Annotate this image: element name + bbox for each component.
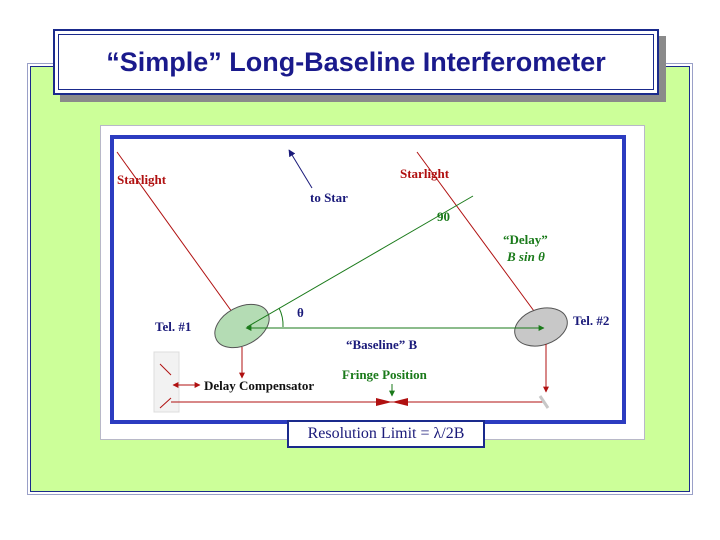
starlight-label-right: Starlight — [400, 166, 450, 181]
starlight-label-left: Starlight — [117, 172, 167, 187]
title-box: “Simple” Long-Baseline Interferometer — [53, 29, 659, 95]
delay-formula: B sin θ — [507, 249, 545, 264]
starlight-ray-right — [416, 151, 546, 327]
mirror-diagonal-top — [159, 363, 172, 376]
delay-compensator-label: Delay Compensator — [204, 378, 315, 393]
baseline-label: “Baseline” B — [346, 337, 418, 352]
telescope-1 — [214, 303, 270, 349]
resolution-limit-text: Resolution Limit = λ/2B — [307, 425, 465, 442]
to-star-label: to Star — [310, 190, 348, 205]
fringe-marker — [376, 398, 408, 406]
to-star-arrow — [288, 149, 313, 189]
mirror-diagonal-bottom — [159, 397, 172, 409]
delay-compensator-mirror — [153, 351, 180, 413]
angle-90-label: 90 — [437, 209, 450, 224]
telescope-2 — [514, 307, 568, 347]
delay-label: “Delay” — [503, 232, 548, 247]
wavefront-line — [246, 195, 474, 328]
tel2-label: Tel. #2 — [573, 313, 610, 328]
resolution-limit-box: Resolution Limit = λ/2B — [287, 420, 485, 448]
theta-label: θ — [297, 305, 304, 320]
starlight-ray-left — [116, 151, 246, 331]
tel1-label: Tel. #1 — [155, 319, 192, 334]
combiner-mirror-right — [538, 395, 550, 409]
theta-arc — [278, 307, 284, 328]
fringe-position-label: Fringe Position — [342, 367, 427, 382]
